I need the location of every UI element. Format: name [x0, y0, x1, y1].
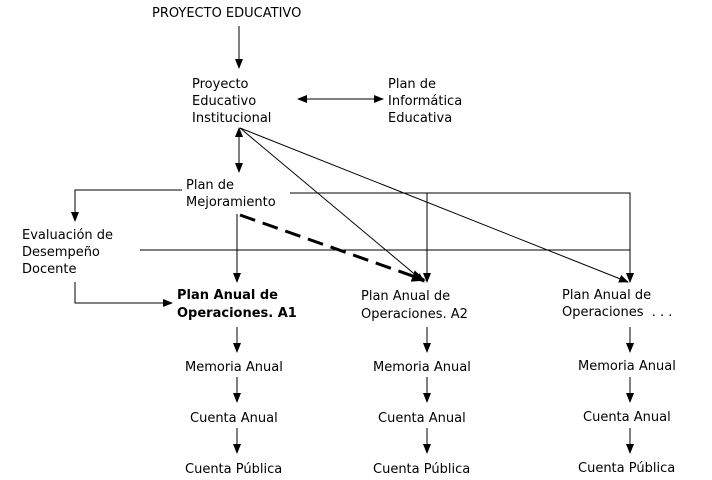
edge-pei-poa-n	[239, 127, 629, 283]
node-plan-informatica-line-3: Educativa	[388, 111, 452, 126]
edges	[71, 26, 634, 454]
node-cuenta-anual-2-line: Cuenta Anual	[378, 411, 466, 426]
node-cuenta-anual-3-line: Cuenta Anual	[583, 410, 671, 425]
node-cuenta-anual-1-line: Cuenta Anual	[190, 411, 278, 426]
edge-mejoramiento-poa-a2	[290, 192, 431, 283]
node-memoria-anual-1-line: Memoria Anual	[185, 360, 283, 375]
node-memoria-anual-1: Memoria Anual	[185, 360, 283, 375]
node-memoria-anual-2-line: Memoria Anual	[373, 360, 471, 375]
node-poa-a2-line-2: Operaciones. A2	[361, 307, 468, 322]
node-memoria-anual-3-line: Memoria Anual	[578, 359, 676, 374]
edge-pei-poa-a2	[239, 127, 425, 283]
node-pei: Proyecto Educativo Institucional	[192, 77, 271, 126]
node-cuenta-anual-1: Cuenta Anual	[190, 411, 278, 426]
node-memoria-anual-2: Memoria Anual	[373, 360, 471, 375]
edge-mejoramiento-poa-n	[427, 192, 634, 283]
node-evaluacion-line-3: Docente	[22, 262, 76, 277]
node-poa-a1-line-1: Plan Anual de	[177, 288, 278, 303]
node-poa-a1: Plan Anual de Operaciones. A1	[177, 288, 297, 321]
node-plan-mejoramiento: Plan de Mejoramiento	[186, 178, 276, 210]
node-poa-a2-line-1: Plan Anual de	[361, 289, 450, 304]
edge-mejoramiento-evaluacion	[71, 189, 182, 222]
nodes: PROYECTO EDUCATIVO Proyecto Educativo In…	[22, 6, 676, 477]
node-cuenta-publica-3: Cuenta Pública	[578, 461, 675, 476]
node-pei-line-2: Educativo	[192, 94, 256, 109]
node-plan-informatica: Plan de Informática Educativa	[388, 77, 466, 126]
node-cuenta-anual-3: Cuenta Anual	[583, 410, 671, 425]
edge-evaluacion-poa-a1	[74, 282, 173, 307]
node-cuenta-anual-2: Cuenta Anual	[378, 411, 466, 426]
node-cuenta-publica-2-line: Cuenta Pública	[373, 462, 470, 477]
node-proyecto-educativo-line: PROYECTO EDUCATIVO	[152, 6, 301, 21]
node-plan-informatica-line-2: Informática	[388, 94, 462, 109]
node-pei-line-1: Proyecto	[192, 77, 249, 92]
node-pei-line-3: Institucional	[192, 111, 271, 126]
node-memoria-anual-3: Memoria Anual	[578, 359, 676, 374]
node-poa-n: Plan Anual de Operaciones . . .	[562, 288, 672, 320]
node-poa-n-line-1: Plan Anual de	[562, 288, 651, 303]
node-poa-n-line-2: Operaciones . . .	[562, 305, 672, 320]
node-plan-informatica-line-1: Plan de	[388, 77, 436, 92]
node-poa-a1-line-2: Operaciones. A1	[177, 306, 297, 321]
node-poa-a2: Plan Anual de Operaciones. A2	[361, 289, 468, 322]
edge-mejoramiento-poa-a2-dashed	[239, 213, 426, 282]
node-cuenta-publica-1-line: Cuenta Pública	[185, 462, 282, 477]
node-cuenta-publica-1: Cuenta Pública	[185, 462, 282, 477]
node-plan-mejoramiento-line-1: Plan de	[186, 178, 234, 193]
node-evaluacion-desempeno: Evaluación de Desempeño Docente	[22, 228, 117, 277]
node-cuenta-publica-3-line: Cuenta Pública	[578, 461, 675, 476]
node-evaluacion-line-1: Evaluación de	[22, 228, 113, 243]
node-proyecto-educativo: PROYECTO EDUCATIVO	[152, 6, 301, 21]
node-plan-mejoramiento-line-2: Mejoramiento	[186, 195, 276, 210]
node-evaluacion-line-2: Desempeño	[22, 245, 100, 260]
node-cuenta-publica-2: Cuenta Pública	[373, 462, 470, 477]
